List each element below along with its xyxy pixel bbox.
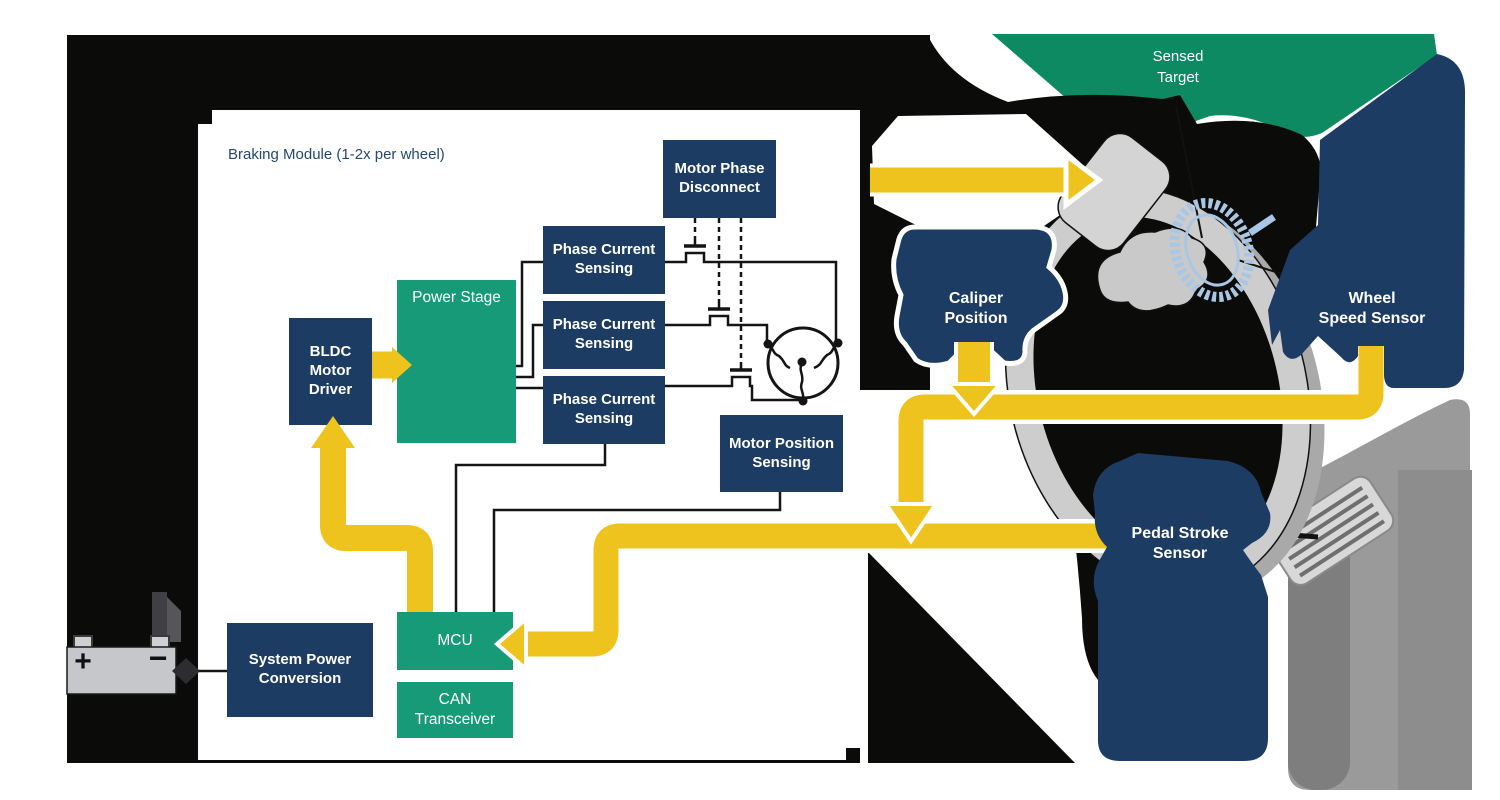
disconnect-switches [684, 240, 752, 372]
wire-mps-mcu [492, 492, 782, 612]
sensed-line-1: Sensed [1152, 48, 1204, 65]
mcu-label: MCU [437, 631, 473, 649]
arrow-mcu-to-bldc [320, 446, 433, 612]
power-stage-label: Power Stage [412, 289, 501, 306]
pcs3-line-1: Phase Current [552, 391, 656, 409]
spc-line-1: System Power [248, 651, 352, 669]
power-stage-box: Power Stage [397, 280, 516, 443]
can-line-1: CAN [438, 690, 472, 708]
pedal-stroke-sensor-label: Pedal Stroke Sensor [1100, 524, 1260, 563]
sensed-target-label: Sensed Target [1108, 46, 1248, 88]
pcs1-line-1: Phase Current [552, 241, 656, 259]
pedal-line-2: Sensor [1152, 544, 1208, 562]
spc-line-2: Conversion [258, 670, 342, 687]
wheel-speed-sensor-label: Wheel Speed Sensor [1292, 289, 1452, 328]
tone-ring-gear [1169, 198, 1255, 302]
module-title: Braking Module (1-2x per wheel) [228, 146, 445, 163]
can-transceiver-box: CAN Transceiver [397, 682, 513, 738]
pcs3-line-2: Sensing [574, 410, 634, 427]
bldc-line-3: Driver [308, 380, 353, 398]
can-line-2: Transceiver [414, 711, 496, 728]
wheel-speed-sensor-blob [1268, 54, 1466, 388]
pedal-stroke-sensor-blob [1093, 453, 1271, 761]
mps-line-1: Motor Position [729, 434, 834, 452]
battery-illustration [66, 592, 200, 695]
motor-phase-disconnect-box: Motor Phase Disconnect [663, 140, 776, 218]
battery-connector-diamond [172, 658, 200, 684]
bldc-motor-driver-box: BLDC Motor Driver [289, 318, 372, 425]
bldc-line-1: BLDC [309, 343, 352, 361]
caliper-line-1: Caliper [948, 290, 1004, 307]
disc-hub [1096, 227, 1209, 312]
tone-ring-inner [1184, 213, 1240, 287]
motor-symbol [763, 326, 843, 406]
wire-pcs2-motor [665, 314, 769, 344]
pcs2-line-1: Phase Current [552, 316, 656, 334]
signal-wires [198, 251, 838, 673]
battery-cable [152, 592, 167, 642]
sensed-line-2: Target [1157, 69, 1199, 86]
battery-body [66, 646, 177, 695]
wheel-line-1: Wheel [1348, 290, 1396, 307]
caliper-line-2: Position [944, 309, 1008, 327]
battery-cable-2 [167, 597, 181, 642]
sensor-bolt [1248, 214, 1276, 236]
arrow-sensors-to-mcu [526, 519, 1150, 661]
mpd-line-1: Motor Phase [674, 160, 765, 178]
system-power-conversion-box: System Power Conversion [227, 623, 373, 717]
pedal-pad [1266, 475, 1395, 586]
wheel-line-2: Speed Sensor [1318, 309, 1426, 327]
arrow-junction-down-head [882, 502, 940, 545]
phase-current-sensing-box-1: Phase Current Sensing [543, 226, 665, 294]
phase-current-sensing-box-3: Phase Current Sensing [543, 376, 665, 444]
wire-pcs1-motor [665, 251, 838, 343]
phase-current-sensing-box-2: Phase Current Sensing [543, 301, 665, 369]
black-wedge [868, 552, 1075, 763]
mcu-box: MCU [397, 612, 513, 670]
battery-minus-sign: − [148, 640, 168, 676]
bldc-line-2: Motor [309, 362, 352, 380]
arrow-caliper-down [943, 342, 1005, 418]
caliper-position-label: Caliper Position [906, 289, 1046, 328]
pedal-line-1: Pedal Stroke [1131, 525, 1229, 542]
arrow-module-to-disc [870, 149, 1104, 211]
dashed-gate-lines [693, 218, 743, 364]
pedal-column [1398, 470, 1472, 790]
arrow-wheel-speed-path [894, 342, 1388, 506]
pcs1-line-2: Sensing [574, 260, 634, 277]
wire-pcs3-motor [665, 375, 803, 402]
mps-line-2: Sensing [752, 453, 811, 471]
motor-position-sensing-box: Motor Position Sensing [720, 415, 843, 492]
wire-pcs3-mcu [454, 444, 607, 612]
pcs2-line-2: Sensing [574, 335, 634, 352]
battery-plus-sign: + [74, 645, 92, 678]
mpd-line-2: Disconnect [679, 179, 760, 196]
